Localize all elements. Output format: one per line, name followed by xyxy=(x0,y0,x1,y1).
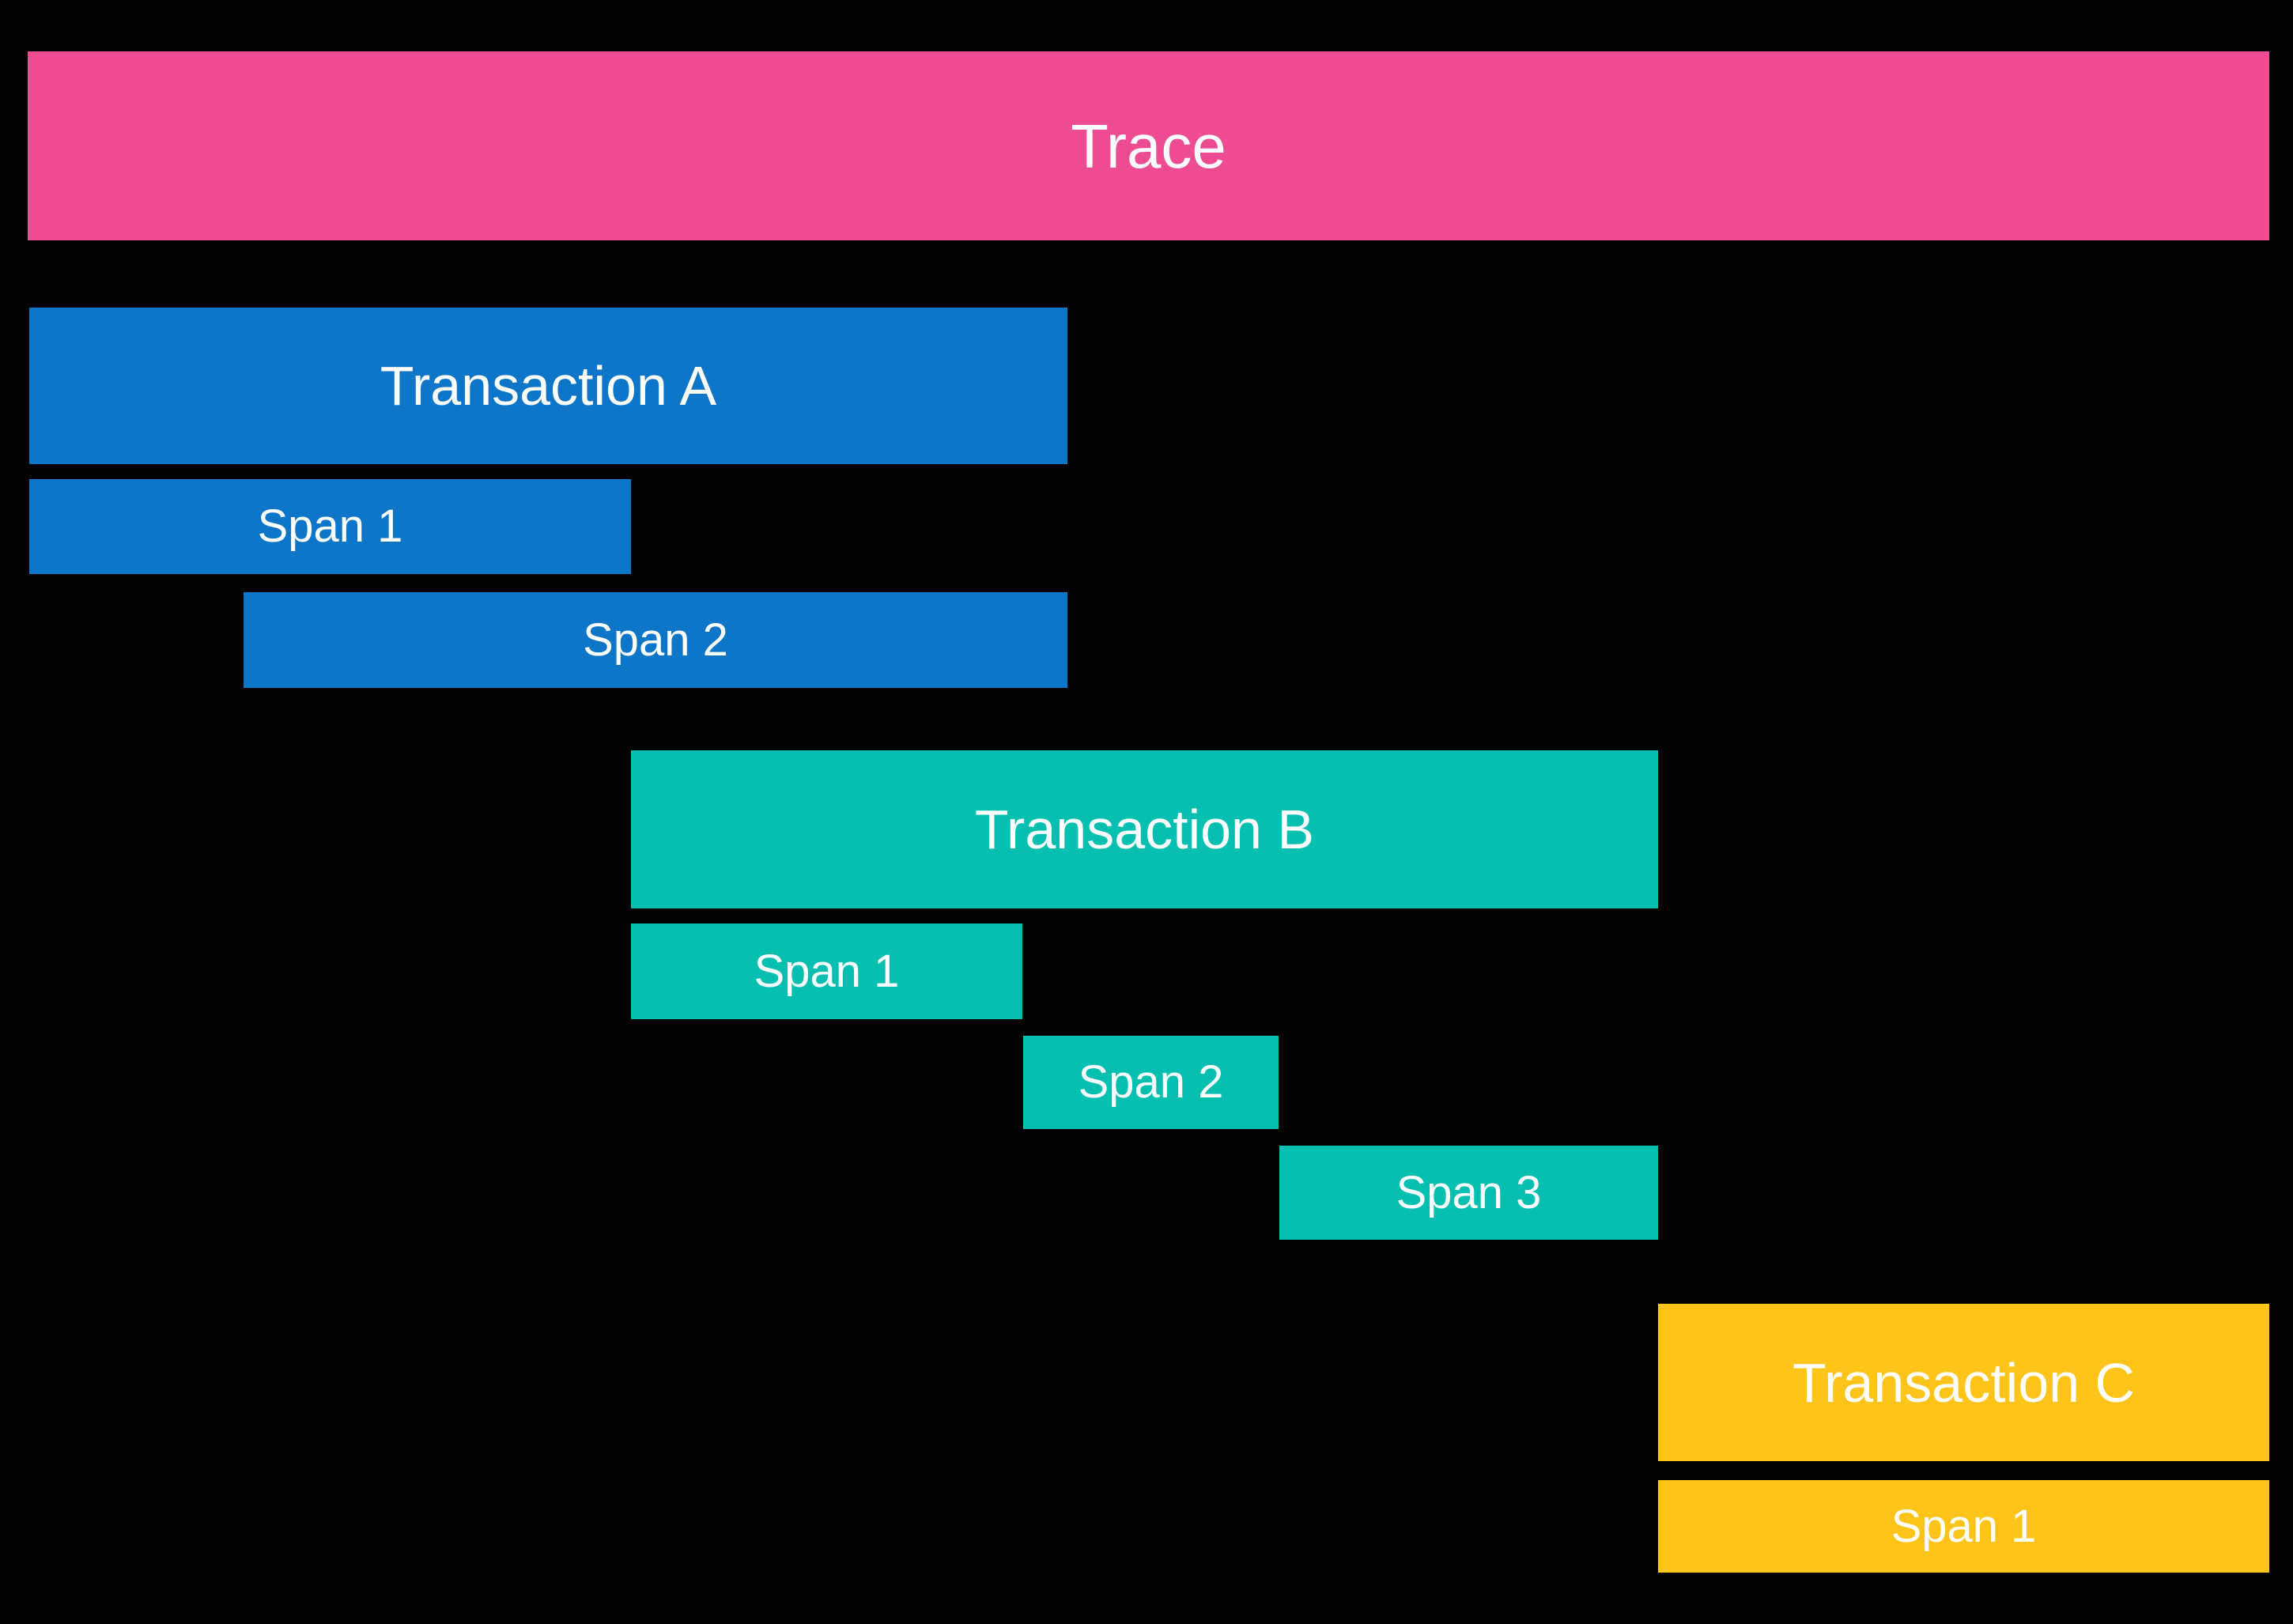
bar-transaction-c-span-1[interactable]: Span 1 xyxy=(1658,1480,2269,1573)
bar-transaction-c[interactable]: Transaction C xyxy=(1658,1304,2269,1461)
bar-transaction-b-span-3[interactable]: Span 3 xyxy=(1279,1146,1658,1240)
bar-transaction-b[interactable]: Transaction B xyxy=(631,750,1658,908)
bar-transaction-b-span-1[interactable]: Span 1 xyxy=(631,923,1022,1019)
bar-label-transaction-a: Transaction A xyxy=(380,355,717,417)
bar-label-transaction-b: Transaction B xyxy=(974,799,1315,860)
bar-label-transaction-c: Transaction C xyxy=(1792,1351,2136,1414)
bar-label-transaction-c-span-1: Span 1 xyxy=(1891,1500,2037,1552)
bar-label-transaction-a-span-2: Span 2 xyxy=(583,614,728,666)
bar-trace[interactable]: Trace xyxy=(28,51,2269,240)
bar-label-transaction-b-span-2: Span 2 xyxy=(1078,1056,1224,1108)
bar-transaction-a-span-2[interactable]: Span 2 xyxy=(244,592,1067,688)
bar-label-transaction-b-span-1: Span 1 xyxy=(754,945,900,997)
bar-transaction-a-span-1[interactable]: Span 1 xyxy=(29,479,631,574)
bar-label-transaction-a-span-1: Span 1 xyxy=(257,500,403,552)
bar-transaction-b-span-2[interactable]: Span 2 xyxy=(1023,1036,1279,1129)
bar-transaction-a[interactable]: Transaction A xyxy=(29,308,1067,464)
bar-label-trace: Trace xyxy=(1071,111,1226,181)
bar-label-transaction-b-span-3: Span 3 xyxy=(1396,1166,1542,1218)
